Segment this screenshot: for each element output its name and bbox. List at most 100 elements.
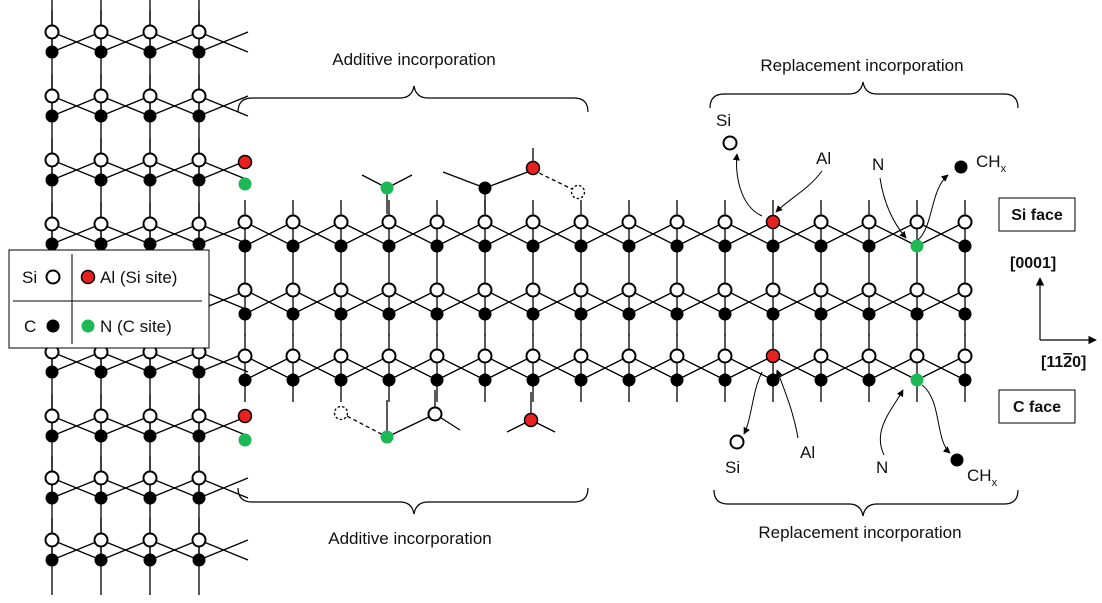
si-atom — [573, 282, 589, 298]
si-atom — [93, 408, 109, 424]
si-atom — [861, 214, 877, 230]
si-atom — [285, 214, 301, 230]
si-atom — [525, 348, 541, 364]
c-atom — [334, 239, 348, 253]
al-incoming-bottom-arrow — [775, 369, 799, 439]
si-atom — [191, 408, 207, 424]
si-atom — [429, 214, 445, 230]
bond — [484, 289, 534, 315]
c-atom — [862, 373, 876, 387]
c-atom — [192, 365, 206, 379]
si-leaving-top-label: Si — [716, 111, 731, 130]
c-atom — [478, 307, 492, 321]
si-atom — [765, 282, 781, 298]
si-leaving-bottom-atom — [729, 434, 745, 450]
bond — [868, 221, 918, 247]
legend-n-atom — [81, 319, 95, 333]
axis-11-20-label: [1120] — [1041, 354, 1086, 371]
c-atom — [143, 365, 157, 379]
al-atom — [525, 160, 541, 176]
si-atom — [191, 470, 207, 486]
si-atom — [957, 348, 973, 364]
bond — [628, 221, 678, 247]
si-atom — [427, 406, 443, 422]
c-atom — [143, 237, 157, 251]
bond — [223, 549, 249, 561]
c-atom — [286, 239, 300, 253]
c-atom — [45, 109, 59, 123]
si-face-label: Si face — [1011, 207, 1063, 224]
bond — [292, 355, 342, 381]
crystal-axes: [0001] [1120] — [1010, 255, 1097, 371]
si-atom — [621, 348, 637, 364]
si-atom — [142, 216, 158, 232]
ch-top-label: CHx — [976, 152, 1007, 175]
c-atom — [334, 373, 348, 387]
brace-additive-bottom — [237, 487, 589, 515]
replacement-top-group: Si Al N CHx — [716, 111, 1007, 241]
n-incoming-top-arrow — [879, 177, 907, 239]
bond — [724, 355, 774, 381]
bond — [484, 169, 534, 189]
bond — [292, 289, 342, 315]
bond — [820, 221, 870, 247]
bond — [223, 487, 249, 499]
c-atom — [45, 237, 59, 251]
si-atom — [957, 282, 973, 298]
si-leaving-top-atom — [722, 135, 738, 151]
al-atom — [237, 154, 253, 170]
c-atom — [862, 239, 876, 253]
bond — [388, 289, 438, 315]
n-incoming-top-label: N — [872, 155, 884, 174]
si-atom — [237, 282, 253, 298]
si-atom — [93, 24, 109, 40]
c-atom — [143, 173, 157, 187]
si-atom — [621, 282, 637, 298]
bond — [580, 355, 630, 381]
si-atom — [477, 282, 493, 298]
si-atom — [381, 282, 397, 298]
c-atom — [94, 173, 108, 187]
c-atom — [670, 239, 684, 253]
bond — [820, 355, 870, 381]
al-incoming-top-arrow — [775, 170, 823, 213]
si-atom — [93, 470, 109, 486]
n-atom — [910, 239, 924, 253]
bond — [676, 221, 726, 247]
si-atom — [142, 152, 158, 168]
si-atom — [44, 408, 60, 424]
c-atom — [382, 239, 396, 253]
bond — [244, 355, 294, 381]
bond — [484, 221, 534, 247]
replacement-incorporation-bottom-label: Replacement incorporation — [758, 523, 961, 542]
si-atom — [191, 24, 207, 40]
si-atom — [429, 282, 445, 298]
bond — [772, 289, 822, 315]
si-atom — [44, 88, 60, 104]
n-incoming-bottom-arrow — [879, 389, 904, 456]
si-atom — [573, 214, 589, 230]
bond — [484, 355, 534, 381]
si-atom — [191, 532, 207, 548]
ch-bottom-label: CHx — [967, 466, 998, 489]
si-atom — [333, 214, 349, 230]
ch-leaving-top-atom — [954, 160, 968, 174]
si-atom — [813, 282, 829, 298]
c-atom — [192, 173, 206, 187]
al-atom — [523, 412, 539, 428]
c-atom — [766, 307, 780, 321]
bond — [916, 355, 966, 381]
vacancy-site — [333, 405, 349, 421]
c-atom — [670, 307, 684, 321]
c-atom — [622, 307, 636, 321]
bond — [436, 355, 486, 381]
bond — [244, 289, 294, 315]
bond — [223, 105, 249, 117]
legend-n-label: N (C site) — [100, 317, 172, 336]
c-atom — [814, 307, 828, 321]
c-atom — [862, 307, 876, 321]
dashed-bond — [532, 169, 579, 193]
legend-si-atom — [45, 269, 61, 285]
n-atom — [380, 430, 394, 444]
si-atom — [381, 348, 397, 364]
